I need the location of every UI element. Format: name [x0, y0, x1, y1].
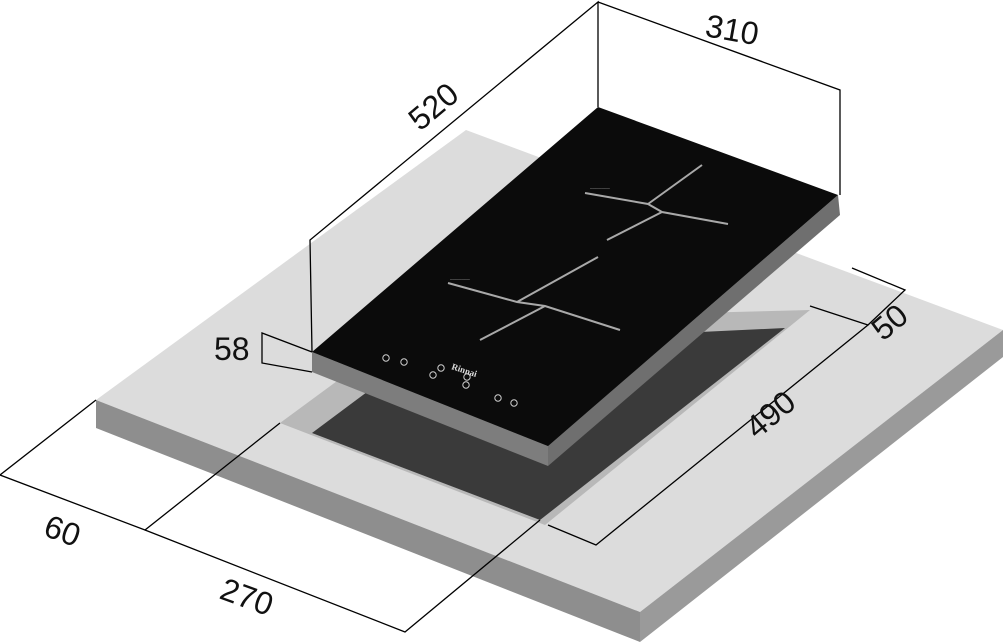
dimension-height: 58: [214, 331, 250, 367]
dimension-front-margin: 60: [40, 508, 86, 554]
zone-select-icon: [463, 373, 471, 381]
plus-icon: [429, 371, 437, 379]
control-panel: [382, 354, 518, 407]
front-zone-marking: [447, 256, 621, 341]
front-zone-label-left: ───────: [449, 277, 470, 282]
stop-icon: [510, 399, 518, 407]
timer-icon: [382, 354, 390, 362]
hob-front-edge: [312, 352, 548, 466]
rear-zone-label-left: ───────: [589, 186, 610, 191]
rear-zone-marking: [584, 164, 729, 241]
dimension-lines: [0, 0, 907, 633]
minus-icon: [437, 364, 445, 372]
power-icon: [400, 358, 408, 366]
hob-glass-top: [312, 107, 838, 446]
countertop-right-side: [640, 330, 1003, 642]
boost-icon: [494, 394, 502, 402]
dimension-depth-top: 520: [401, 75, 465, 137]
lock-icon: [462, 381, 470, 389]
hob: ─────── ─────── Rinnai: [312, 107, 840, 466]
dimension-width-top: 310: [703, 7, 762, 52]
hob-right-edge: [548, 195, 840, 466]
